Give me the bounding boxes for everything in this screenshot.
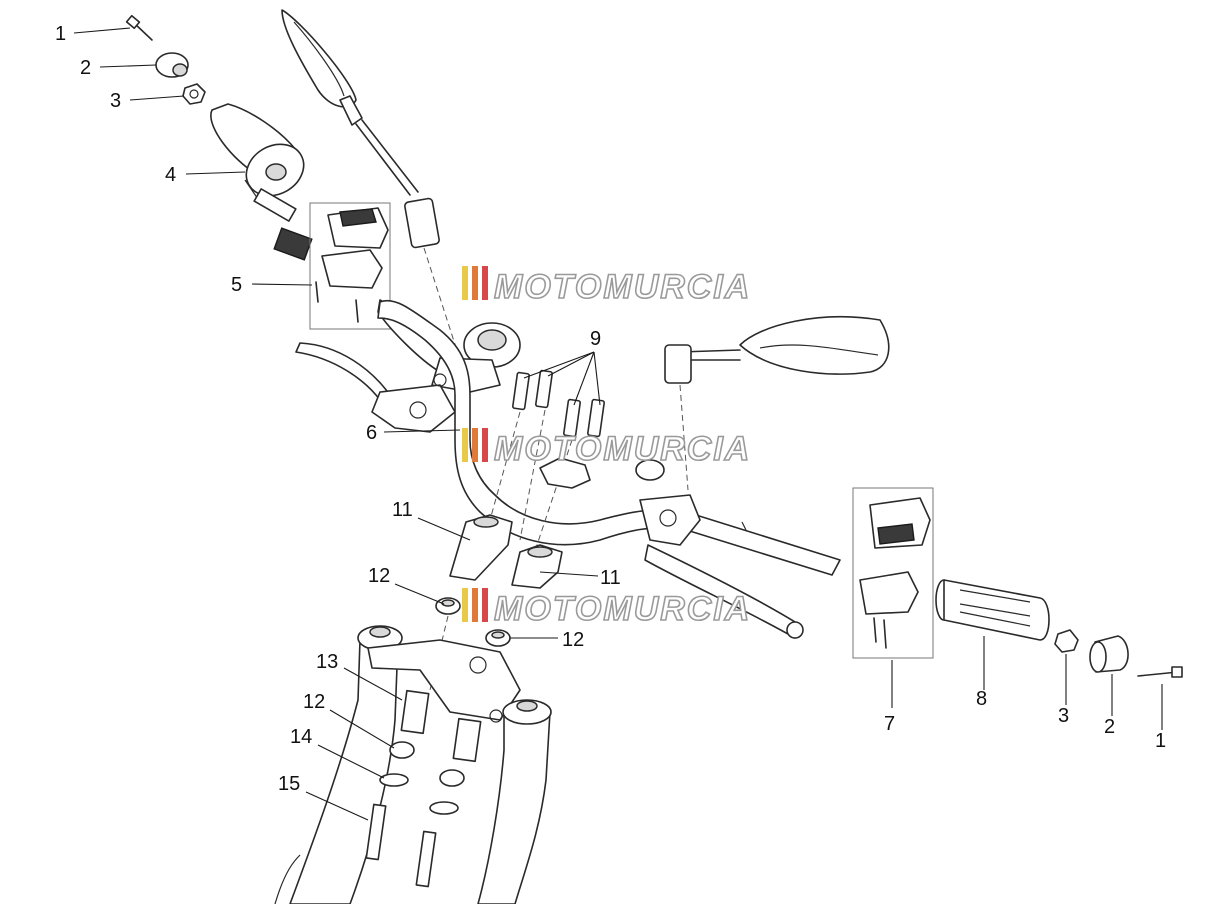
clamp-bolts xyxy=(512,369,605,438)
callout-1-left: 1 xyxy=(55,23,66,45)
right-mirror xyxy=(664,316,890,384)
callout-11-b: 11 xyxy=(600,567,621,589)
bushing-lower-left xyxy=(389,741,415,759)
callout-9: 9 xyxy=(590,328,601,350)
right-bar-end-screw xyxy=(1137,666,1183,678)
callout-11-a: 11 xyxy=(392,499,413,521)
callout-14: 14 xyxy=(290,726,312,748)
bolt-guide-a xyxy=(489,411,521,521)
triple-clamp xyxy=(367,639,521,723)
callout-2-left: 2 xyxy=(80,57,91,79)
spacer-left xyxy=(400,689,430,735)
left-bar-end-screw xyxy=(125,14,153,41)
bushing-upper-left xyxy=(435,597,461,615)
callout-1-right: 1 xyxy=(1155,730,1166,752)
right-switch-housing xyxy=(852,487,934,659)
callout-4: 4 xyxy=(165,164,176,186)
riser-left xyxy=(449,514,513,581)
left-switch-connector xyxy=(273,227,313,261)
right-grip xyxy=(935,579,1050,641)
watermark-2: MOTOMURCIA xyxy=(462,428,751,469)
spacer-right xyxy=(452,717,482,763)
callout-3-left: 3 xyxy=(110,90,121,112)
leader-lines xyxy=(73,27,1163,821)
bolt-right xyxy=(415,830,437,888)
upper-clamp xyxy=(539,457,591,489)
left-bar-end-nut xyxy=(182,83,206,105)
left-switch-housing xyxy=(309,202,391,330)
svg-text:MOTOMURCIA: MOTOMURCIA xyxy=(494,268,751,306)
washer-left xyxy=(379,773,409,787)
bushing-upper-right xyxy=(485,629,511,647)
callout-15: 15 xyxy=(278,773,300,795)
right-mirror-guide-line xyxy=(679,384,689,491)
left-mirror xyxy=(281,9,440,249)
svg-text:MOTOMURCIA: MOTOMURCIA xyxy=(494,430,751,468)
callout-3-right: 3 xyxy=(1058,705,1069,727)
callout-12-c: 12 xyxy=(303,691,325,713)
clutch-lever-assembly xyxy=(635,459,804,639)
washer-right xyxy=(429,801,459,815)
watermark-3: MOTOMURCIA xyxy=(462,588,751,629)
callout-12-a: 12 xyxy=(368,565,390,587)
callout-6: 6 xyxy=(366,422,377,444)
callout-2-right: 2 xyxy=(1104,716,1115,738)
callout-7: 7 xyxy=(884,713,895,735)
left-throttle-grip xyxy=(210,103,305,222)
bolt-left xyxy=(365,803,387,861)
riser-right xyxy=(511,544,563,589)
callout-5: 5 xyxy=(231,274,242,296)
callout-labels: 1 2 3 4 5 6 9 11 11 12 12 13 12 14 15 7 … xyxy=(55,23,1166,795)
right-fork-tube xyxy=(477,699,552,904)
bolt-guide-b xyxy=(519,409,546,541)
right-bar-end-weight xyxy=(1089,635,1129,673)
handlebar xyxy=(377,299,841,576)
svg-text:MOTOMURCIA: MOTOMURCIA xyxy=(494,590,751,628)
callout-13: 13 xyxy=(316,651,338,673)
bushing-lower-right xyxy=(439,769,465,787)
right-bar-end-nut xyxy=(1054,629,1079,653)
left-bar-end-weight xyxy=(155,52,189,78)
watermark-1: MOTOMURCIA xyxy=(462,266,751,307)
callout-8: 8 xyxy=(976,688,987,710)
callout-12-b: 12 xyxy=(562,629,584,651)
